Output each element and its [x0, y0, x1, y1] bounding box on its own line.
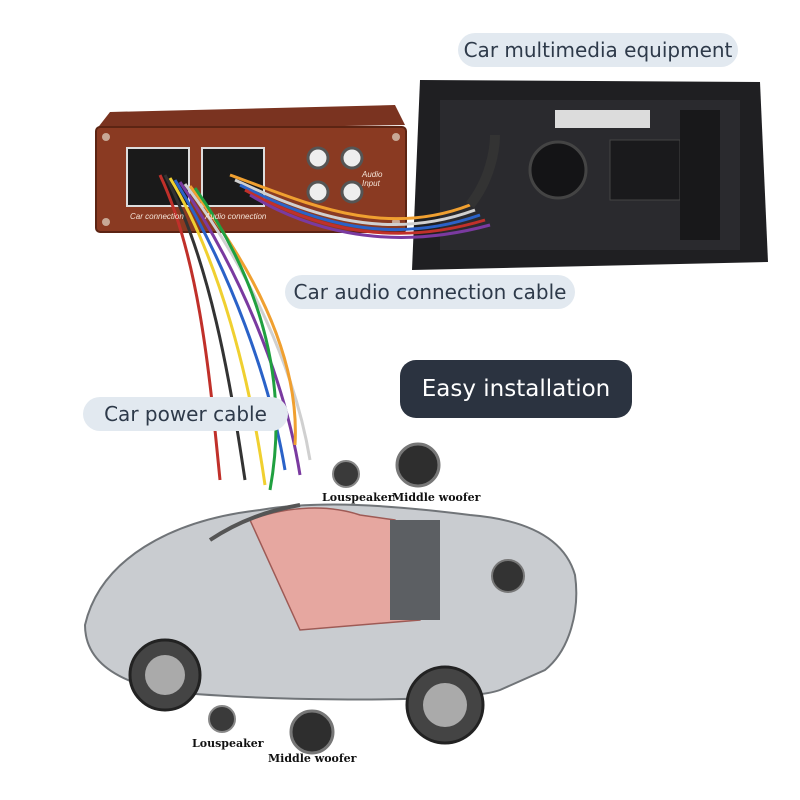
power-cable-wires	[158, 174, 312, 491]
bottom-woofer-label: Middle woofer	[268, 752, 357, 765]
amp-port-left-label: Car connection	[130, 212, 184, 221]
multimedia-equipment-label: Car multimedia equipment	[458, 33, 738, 67]
amp-audio-input-label: Audio Input	[362, 170, 383, 188]
audio-connection-wires	[229, 134, 500, 239]
top-loudspeaker-label: Louspeaker	[322, 491, 394, 504]
top-woofer-label: Middle woofer	[392, 491, 481, 504]
head-unit	[412, 80, 768, 270]
easy-installation-banner: Easy installation	[400, 360, 632, 418]
amp-port-right-label: Audio connection	[205, 212, 267, 221]
dsp-amplifier-box	[95, 105, 407, 233]
audio-connection-cable-label: Car audio connection cable	[285, 275, 575, 309]
bottom-loudspeaker-label: Louspeaker	[192, 737, 264, 750]
car-cutaway	[83, 503, 578, 745]
power-cable-label: Car power cable	[83, 397, 288, 431]
speaker-icons	[208, 442, 525, 755]
